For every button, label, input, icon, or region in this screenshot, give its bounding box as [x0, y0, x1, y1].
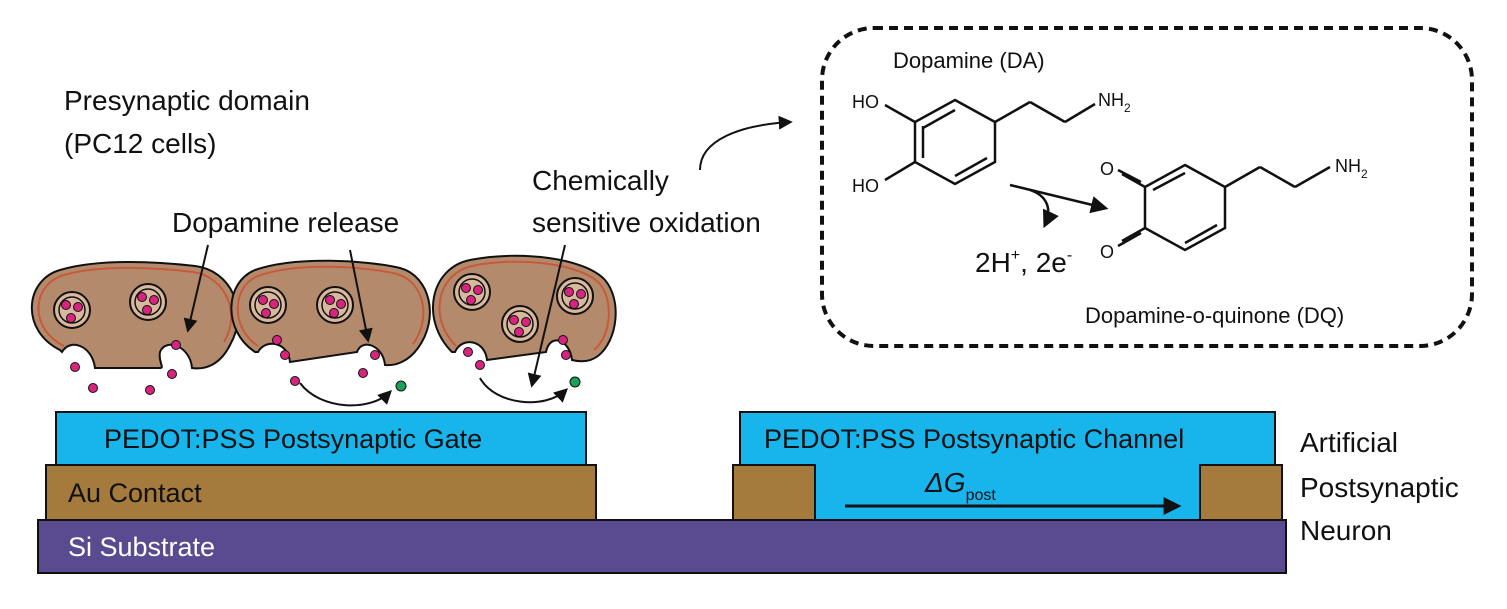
dopamine-release-label: Dopamine release: [172, 207, 399, 238]
neuron-label-line3: Neuron: [1300, 515, 1392, 546]
byproduct-arrow: [1029, 188, 1059, 229]
byproducts-label: 2H+, 2e-: [975, 247, 1072, 278]
pedot-gate-layer: [55, 411, 587, 466]
oxidation-label-line1: Chemically: [532, 165, 669, 196]
delta-g-label: ΔGpost: [924, 467, 996, 504]
au-contact-label: Au Contact: [68, 478, 202, 508]
dopamine-dots: [61, 283, 586, 395]
neuron-label-line1: Artificial: [1300, 427, 1398, 458]
si-substrate-layer: [37, 519, 1287, 574]
oxidation-curve-2: [479, 377, 569, 404]
o-top-label: O: [1100, 159, 1114, 179]
ho-bottom-label: HO: [852, 176, 879, 196]
nh2-da-label: NH2: [1098, 90, 1131, 115]
callout-arrow: [699, 115, 793, 171]
pc12-cell-3: [432, 254, 617, 363]
release-pointer-arrow-2: [349, 249, 373, 343]
nh2-dq-label: NH2: [1335, 156, 1368, 181]
quinone-dots: [395, 376, 581, 392]
channel-label: PEDOT:PSS Postsynaptic Channel: [764, 424, 1184, 454]
pc12-cell-1: [30, 261, 239, 370]
oxidation-label-line2: sensitive oxidation: [532, 207, 761, 238]
dopamine-title: Dopamine (DA): [893, 48, 1045, 73]
neuron-label-line2: Postsynaptic: [1300, 472, 1459, 503]
reaction-box: [820, 26, 1474, 348]
dq-title: Dopamine-o-quinone (DQ): [1085, 303, 1344, 328]
o-bottom-label: O: [1100, 242, 1114, 262]
dq-structure: [1117, 163, 1331, 252]
au-contact-drain: [1199, 464, 1283, 521]
au-contact-gate: [45, 464, 597, 521]
release-pointer-arrow: [183, 244, 209, 333]
au-contact-source: [732, 464, 816, 521]
oxidation-pointer-arrow: [527, 244, 566, 388]
gate-label: PEDOT:PSS Postsynaptic Gate: [104, 424, 482, 454]
pedot-channel-layer: [739, 411, 1276, 521]
substrate-label: Si Substrate: [68, 532, 215, 562]
presynaptic-label-line1: Presynaptic domain: [64, 85, 310, 116]
presynaptic-label-line2: (PC12 cells): [64, 128, 216, 159]
reaction-arrow: [1009, 183, 1109, 214]
dopamine-structure: [884, 98, 1096, 186]
ho-top-label: HO: [852, 92, 879, 112]
oxidation-curve-1: [299, 382, 392, 407]
